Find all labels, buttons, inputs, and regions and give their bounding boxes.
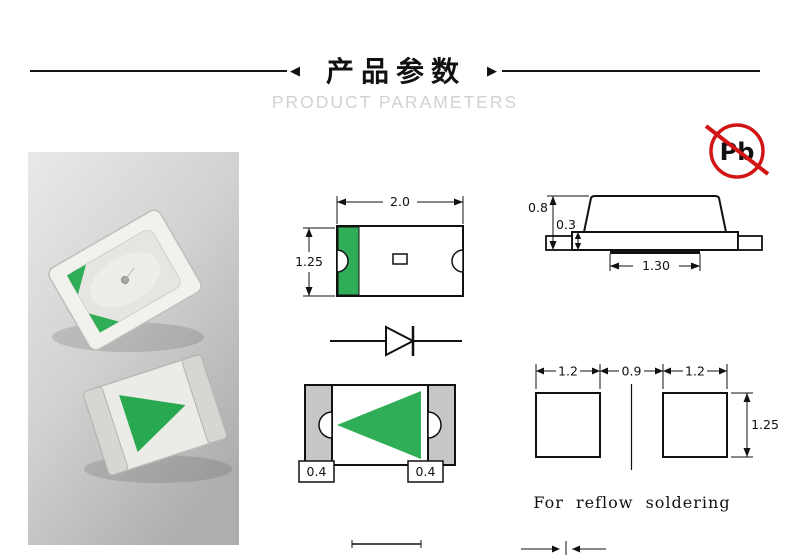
side-view-height-dimension xyxy=(547,195,589,251)
bottom-view-diagram: 0.4 0.4 xyxy=(298,384,456,483)
bottom-view-polarity-triangle xyxy=(337,391,421,459)
top-view-chip xyxy=(392,253,408,265)
side-view-bottom-width-label: 1.30 xyxy=(642,258,670,273)
header-divider-left xyxy=(30,70,287,72)
right-solder-pad xyxy=(662,392,728,458)
side-view-diagram: 0.8 0.3 1.30 xyxy=(528,195,763,273)
side-view-bottom-width-dimension xyxy=(609,254,701,271)
solder-pad-diagram: 1.2 0.9 1.2 1.25 For reflow soldering xyxy=(533,364,779,513)
left-arrow-icon: ◀ xyxy=(290,63,300,78)
right-arrow-icon: ▶ xyxy=(487,63,497,78)
pad-width-dimensions xyxy=(535,364,728,389)
top-view-width-label: 2.0 xyxy=(390,194,410,209)
pad-height-label: 1.25 xyxy=(751,417,779,432)
lead-free-badge-icon: Pb xyxy=(704,123,770,179)
side-view-base-thickness-dimension xyxy=(574,232,582,250)
cutoff-drawing-fragments xyxy=(351,540,606,555)
pad-gap-label: 0.9 xyxy=(622,364,642,379)
diode-symbol-icon xyxy=(330,325,462,357)
led-package-emitting-face-photo xyxy=(82,354,228,476)
bottom-view-right-terminal-label: 0.4 xyxy=(416,464,436,479)
left-solder-pad xyxy=(535,392,601,458)
section-subtitle: PRODUCT PARAMETERS xyxy=(271,92,519,112)
side-view-base-thickness-label: 0.3 xyxy=(556,217,576,232)
pad-left-width-label: 1.2 xyxy=(558,364,578,379)
section-title: 产品参数 xyxy=(325,56,466,87)
side-view-bottom-pad xyxy=(610,250,700,254)
led-package-top-view-photo xyxy=(48,209,202,351)
pad-layout-caption: For reflow soldering xyxy=(533,493,730,512)
product-photo xyxy=(28,152,239,545)
top-view-diagram: 2.0 1.25 xyxy=(295,194,464,297)
top-view-width-dimension xyxy=(336,196,464,224)
bottom-view-left-terminal-label: 0.4 xyxy=(307,464,327,479)
side-view-right-lead xyxy=(737,235,763,251)
side-view-base xyxy=(571,231,739,251)
top-view-height-label: 1.25 xyxy=(295,254,323,269)
side-view-left-lead xyxy=(545,235,573,251)
top-view-left-notch xyxy=(336,249,349,273)
side-view-height-label: 0.8 xyxy=(528,200,548,215)
pad-height-dimension xyxy=(731,392,753,458)
top-view-right-notch xyxy=(451,249,464,273)
side-view-lens xyxy=(582,195,728,233)
pad-right-width-label: 1.2 xyxy=(685,364,705,379)
header-divider-right xyxy=(502,70,760,72)
photo-background xyxy=(28,152,239,545)
top-view-height-dimension xyxy=(303,227,335,297)
